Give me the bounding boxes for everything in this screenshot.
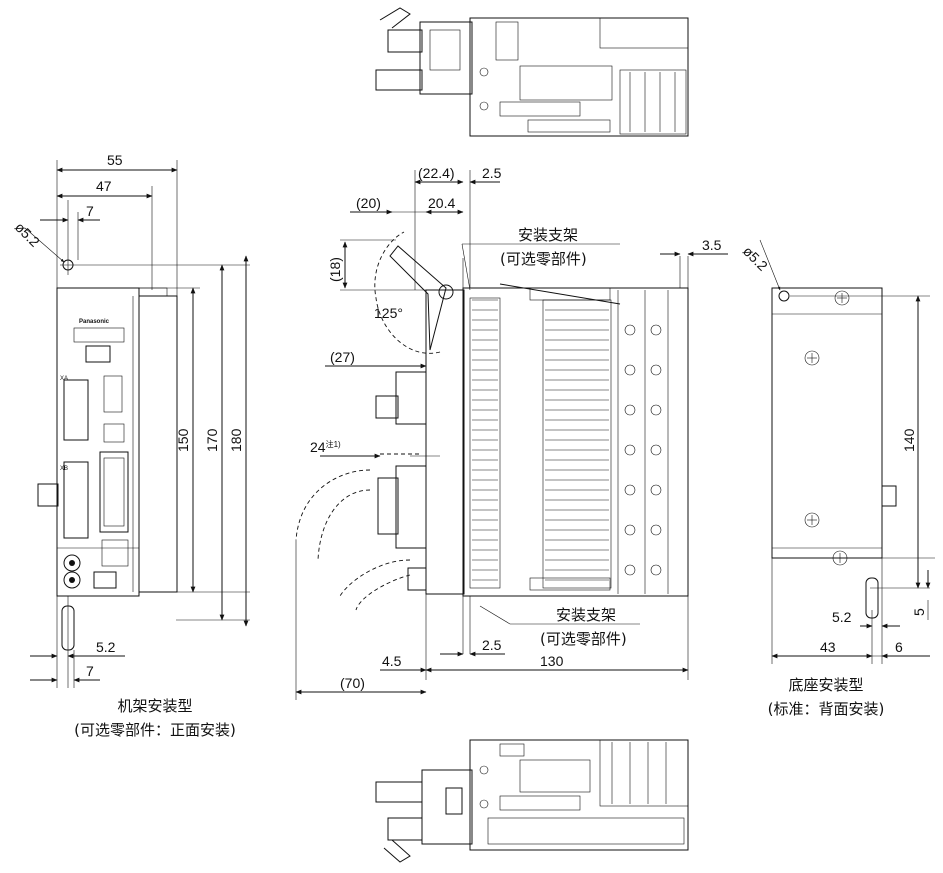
bracket-bottom-label-line1: 安装支架 — [556, 606, 616, 624]
bracket-top-label-line2: (可选零部件) — [500, 250, 587, 268]
dim-front-150: 150 — [175, 428, 191, 452]
dim-side-3-5: 3.5 — [702, 237, 722, 253]
dim-side-20-4: 20.4 — [428, 195, 455, 211]
dim-front-7-bottom: 7 — [86, 663, 94, 679]
dim-back-hole-dia: ø5.2 — [740, 243, 771, 274]
dim-front-55: 55 — [107, 152, 123, 168]
dim-side-2-5-top: 2.5 — [482, 165, 502, 181]
connector-label-xa: XA — [60, 376, 68, 382]
dim-side-4-5: 4.5 — [382, 653, 402, 669]
dim-side-22-4: (22.4) — [418, 165, 455, 181]
caption-base-mount-line1: 底座安装型 — [788, 676, 863, 694]
brand-logo: Panasonic — [79, 319, 110, 325]
bracket-bottom-label-line2: (可选零部件) — [540, 630, 627, 648]
back-view: ø5.2 140 5 5.2 43 6 底座安装型 (标准：背面安装) — [740, 239, 935, 718]
caption-base-mount-line2: (标准：背面安装) — [768, 700, 885, 718]
connector-label-xb: XB — [60, 466, 68, 472]
dim-front-7-top: 7 — [86, 203, 94, 219]
dim-front-hole-dia: ø5.2 — [12, 219, 43, 250]
dim-back-43: 43 — [820, 639, 836, 655]
dim-front-47: 47 — [96, 178, 112, 194]
dim-back-140: 140 — [901, 428, 917, 452]
dim-front-170: 170 — [204, 428, 220, 452]
dim-back-5: 5 — [911, 608, 927, 616]
dim-side-70: (70) — [340, 675, 365, 691]
bracket-top-label-line1: 安装支架 — [518, 226, 578, 244]
dim-side-18: (18) — [327, 257, 343, 282]
dim-side-24: 24注1) — [310, 439, 341, 455]
bottom-view — [375, 739, 689, 863]
front-view: Panasonic XA XB — [12, 152, 250, 739]
top-view — [375, 7, 689, 137]
caption-rack-mount-line1: 机架安装型 — [117, 697, 192, 715]
dim-back-6: 6 — [895, 639, 903, 655]
dim-back-5-2: 5.2 — [832, 609, 852, 625]
dim-front-5-2: 5.2 — [96, 639, 116, 655]
dim-side-angle: 125° — [374, 305, 403, 321]
dim-side-130: 130 — [540, 653, 564, 669]
side-view: (22.4) 2.5 (20) 20.4 (18) 125° (27) 24注1… — [295, 165, 728, 700]
dim-side-2-5-bottom: 2.5 — [482, 637, 502, 653]
dim-side-20: (20) — [356, 195, 381, 211]
dim-side-27: (27) — [330, 349, 355, 365]
caption-rack-mount-line2: (可选零部件：正面安装) — [74, 721, 236, 739]
dim-front-180: 180 — [228, 428, 244, 452]
